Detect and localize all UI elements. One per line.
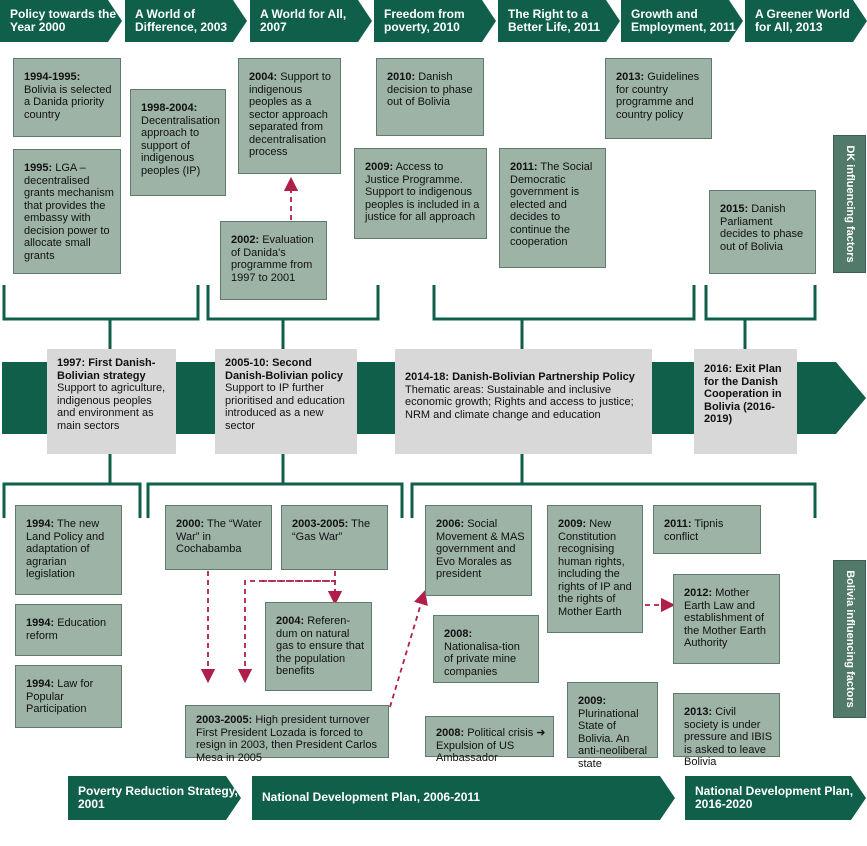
period-chevron: A World for All, 2007 — [250, 0, 372, 42]
event-box: 2004: Referen-dum on natural gas to ensu… — [265, 602, 372, 691]
event-box: 2013: Civil society is under pressure an… — [673, 693, 780, 768]
period-chevron: Freedom from poverty, 2010 — [374, 0, 496, 42]
dk-influencing-factors-label: DK influencing factors — [833, 135, 866, 273]
period-chevron: The Right to a Better Life, 2011 — [498, 0, 620, 42]
period-chevron: A World of Difference, 2003 — [125, 0, 247, 42]
event-box: 2003-2005: High president turnover First… — [185, 705, 389, 764]
event-box: 2009: Access to Justice Programme. Suppo… — [354, 148, 487, 239]
event-box: 2000: The “Water War” in Cochabamba — [165, 505, 272, 570]
national-plan-chevron: National Development Plan, 2016-2020 — [685, 776, 866, 820]
event-box: 2011: The Social Democratic government i… — [499, 148, 606, 268]
period-chevron: Growth and Employment, 2011 — [621, 0, 743, 42]
event-box: 1994: Education reform — [15, 604, 122, 656]
event-box: 2010: Danish decision to phase out of Bo… — [376, 58, 484, 136]
event-box: 2009: Plurinational State of Bolivia. An… — [567, 682, 658, 770]
national-plan-chevron: Poverty Reduction Strategy, 2001 — [68, 776, 241, 820]
policy-box: 2014-18: Danish-Bolivian Partnership Pol… — [395, 349, 652, 454]
event-box: 2006: Social Movement & MAS government a… — [425, 505, 532, 596]
event-box: 1998-2004: Decentralisation approach to … — [130, 89, 226, 196]
period-chevron: A Greener World for All, 2013 — [745, 0, 867, 42]
event-box: 1994: The new Land Policy and adaptation… — [15, 505, 122, 595]
event-box: 2015: Danish Parliament decides to phase… — [709, 190, 816, 274]
event-box: 1994-1995: Bolivia is selected a Danida … — [13, 58, 121, 137]
event-box: 2008: Political crisis ➜ Expulsion of US… — [425, 716, 554, 764]
event-box: 2004: Support to indigenous peoples as a… — [238, 58, 341, 174]
event-box: 2008: Nationalisa-tion of private mine c… — [433, 615, 539, 683]
event-box: 2011: Tipnis conflict — [653, 505, 761, 554]
event-box: 1994: Law for Popular Participation — [15, 665, 122, 728]
event-box: 1995: LGA – decentralised grants mechani… — [13, 149, 121, 274]
bolivia-influencing-factors-label: Bolivia influencing factors — [833, 560, 866, 718]
event-box: 2009: New Constitution recognising human… — [547, 505, 643, 633]
policy-box: 2016: Exit Plan for the Danish Cooperati… — [694, 349, 797, 454]
national-plan-chevron: National Development Plan, 2006-2011 — [252, 776, 675, 820]
period-chevron: Policy towards the Year 2000 — [0, 0, 122, 42]
event-box: 2012: Mother Earth Law and establishment… — [673, 574, 780, 664]
event-box: 2013: Guidelines for country programme a… — [605, 58, 712, 139]
event-box: 2002: Evaluation of Danida's programme f… — [220, 221, 327, 300]
event-box: 2003-2005: The “Gas War” — [281, 505, 388, 570]
